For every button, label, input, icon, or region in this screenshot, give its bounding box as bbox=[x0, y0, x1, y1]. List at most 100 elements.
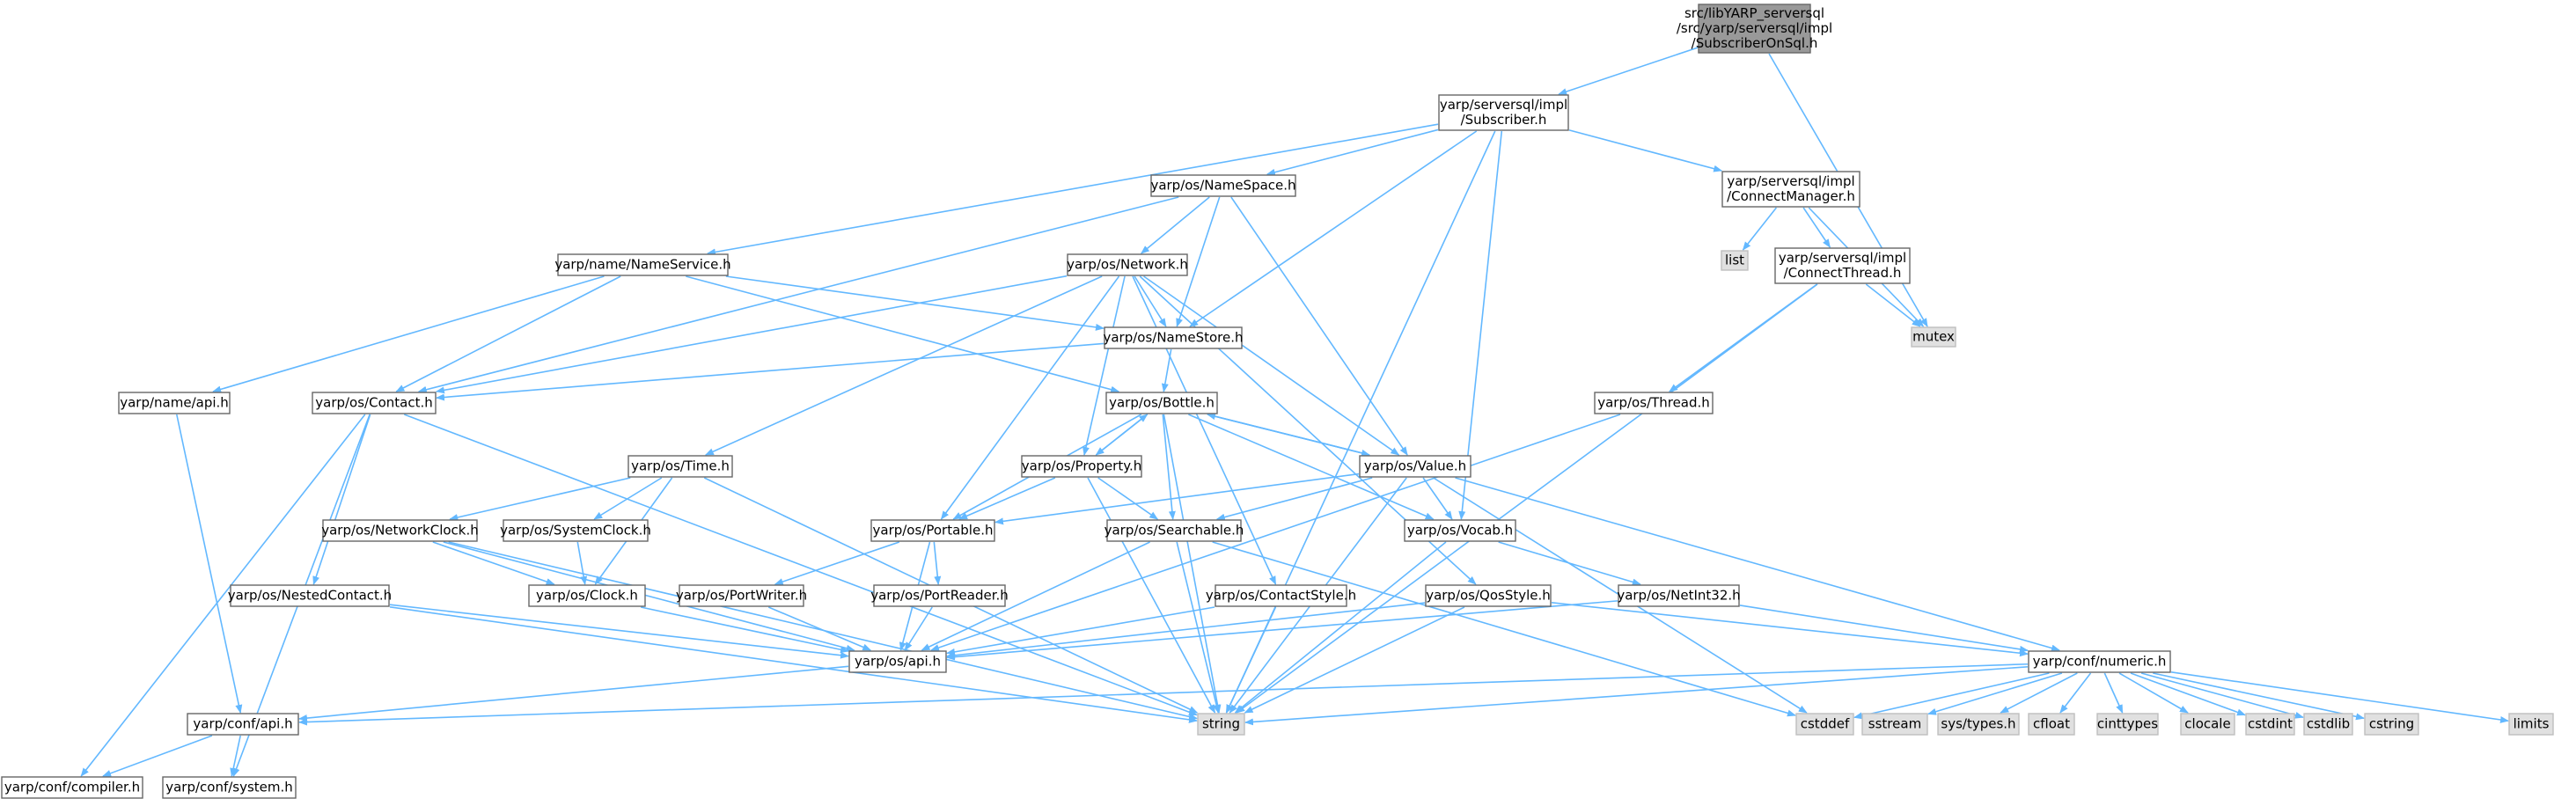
node-box bbox=[2028, 713, 2075, 736]
node-list[interactable]: list bbox=[1721, 250, 1749, 271]
node-mutex[interactable]: mutex bbox=[1911, 326, 1956, 348]
edge-network-to-namestore bbox=[1134, 275, 1167, 327]
edge-contactstyle-to-string bbox=[1225, 606, 1277, 714]
node-sstream[interactable]: sstream bbox=[1861, 713, 1928, 736]
node-clocale[interactable]: clocale bbox=[2180, 713, 2235, 736]
node-label: limits bbox=[2514, 716, 2550, 732]
node-cstdint[interactable]: cstdint bbox=[2245, 713, 2295, 736]
node-numeric[interactable]: yarp/conf/numeric.h bbox=[2028, 650, 2171, 673]
node-connectmanager[interactable]: yarp/serversql/impl/ConnectManager.h bbox=[1721, 171, 1860, 208]
node-netint32[interactable]: yarp/os/NetInt32.h bbox=[1617, 584, 1741, 607]
edge-property-to-portable bbox=[958, 477, 1056, 520]
edge-clock-to-osapi bbox=[641, 606, 849, 654]
node-portable[interactable]: yarp/os/Portable.h bbox=[870, 519, 995, 542]
node-limits[interactable]: limits bbox=[2508, 713, 2554, 736]
edge-time-to-networkclock bbox=[449, 477, 631, 521]
edge-property-to-searchable bbox=[1097, 477, 1159, 520]
edge-connectthread-to-mutex bbox=[1865, 283, 1921, 327]
node-box bbox=[1, 776, 143, 799]
edge-property-to-bottle bbox=[1095, 414, 1149, 456]
node-value[interactable]: yarp/os/Value.h bbox=[1359, 455, 1471, 478]
node-systemclock[interactable]: yarp/os/SystemClock.h bbox=[500, 519, 651, 542]
edge-numeric-to-cstddef bbox=[1853, 672, 2050, 720]
node-label: yarp/os/Thread.h bbox=[1597, 395, 1710, 411]
node-network[interactable]: yarp/os/Network.h bbox=[1067, 253, 1188, 276]
node-label: yarp/os/Bottle.h bbox=[1109, 395, 1215, 411]
node-label: yarp/os/SystemClock.h bbox=[500, 523, 651, 539]
node-cstddef[interactable]: cstddef bbox=[1795, 713, 1854, 736]
node-label: yarp/os/Time.h bbox=[631, 458, 730, 474]
edge-connectmanager-to-connectthread bbox=[1802, 207, 1831, 248]
node-contactstyle[interactable]: yarp/os/ContactStyle.h bbox=[1206, 584, 1356, 607]
node-layer: src/libYARP_serversql/src/yarp/serversql… bbox=[1, 4, 2554, 799]
node-networkclock[interactable]: yarp/os/NetworkClock.h bbox=[321, 519, 479, 542]
node-label: yarp/serversql/impl bbox=[1779, 250, 1906, 266]
node-time[interactable]: yarp/os/Time.h bbox=[627, 455, 733, 478]
node-qosstyle[interactable]: yarp/os/QosStyle.h bbox=[1425, 584, 1552, 607]
edge-searchable-to-string bbox=[1176, 541, 1221, 714]
node-box bbox=[1215, 584, 1347, 607]
edge-subscriber-to-connectmanager bbox=[1568, 129, 1723, 172]
edge-netint32-to-osapi bbox=[946, 600, 1618, 661]
node-cinttypes[interactable]: cinttypes bbox=[2096, 713, 2159, 736]
node-label: yarp/os/NetInt32.h bbox=[1617, 588, 1740, 604]
edge-bottle-to-vocab bbox=[1188, 414, 1435, 520]
node-portwriter[interactable]: yarp/os/PortWriter.h bbox=[676, 584, 807, 607]
node-box bbox=[1106, 519, 1242, 542]
node-box bbox=[1911, 326, 1956, 348]
node-root[interactable]: src/libYARP_serversql/src/yarp/serversql… bbox=[1677, 4, 1832, 54]
edge-portable-to-portreader bbox=[933, 541, 942, 585]
node-namestore[interactable]: yarp/os/NameStore.h bbox=[1103, 326, 1244, 349]
node-label: yarp/os/PortWriter.h bbox=[676, 588, 807, 604]
node-cstring[interactable]: cstring bbox=[2364, 713, 2419, 736]
node-connectthread[interactable]: yarp/serversql/impl/ConnectThread.h bbox=[1774, 247, 1911, 284]
edge-time-to-systemclock bbox=[593, 477, 663, 520]
edge-namespace-to-contact bbox=[417, 196, 1179, 393]
node-vocab[interactable]: yarp/os/Vocab.h bbox=[1404, 519, 1516, 542]
node-searchable[interactable]: yarp/os/Searchable.h bbox=[1105, 519, 1244, 542]
edge-value-to-portable bbox=[994, 473, 1360, 525]
node-nestedcontact[interactable]: yarp/os/NestedContact.h bbox=[228, 584, 392, 607]
node-namespace[interactable]: yarp/os/NameSpace.h bbox=[1150, 174, 1296, 197]
edge-systemclock-to-clock bbox=[576, 541, 588, 585]
edge-networkclock-to-clock bbox=[432, 541, 555, 585]
node-system[interactable]: yarp/conf/system.h bbox=[162, 776, 297, 799]
node-box bbox=[1067, 253, 1188, 276]
node-subscriber[interactable]: yarp/serversql/impl/Subscriber.h bbox=[1438, 94, 1569, 131]
node-box bbox=[1150, 174, 1296, 197]
node-systypes[interactable]: sys/types.h bbox=[1937, 713, 2020, 736]
edge-contactstyle-to-osapi bbox=[946, 606, 1215, 656]
node-portreader[interactable]: yarp/os/PortReader.h bbox=[870, 584, 1009, 607]
node-clock[interactable]: yarp/os/Clock.h bbox=[528, 584, 646, 607]
node-string[interactable]: string bbox=[1197, 713, 1245, 736]
edge-network-to-value bbox=[1143, 275, 1400, 456]
edge-nestedcontact-to-osapi bbox=[389, 604, 849, 659]
edge-numeric-to-cinttypes bbox=[2103, 672, 2124, 714]
node-cstdlib[interactable]: cstdlib bbox=[2303, 713, 2353, 736]
node-osapi[interactable]: yarp/os/api.h bbox=[848, 650, 947, 673]
edge-networkclock-to-osapi bbox=[443, 541, 855, 652]
node-box bbox=[1197, 713, 1245, 736]
node-cfloat[interactable]: cfloat bbox=[2028, 713, 2075, 736]
node-label: yarp/os/Vocab.h bbox=[1407, 523, 1513, 539]
node-label: yarp/serversql/impl bbox=[1440, 97, 1567, 113]
node-nameapi[interactable]: yarp/name/api.h bbox=[118, 392, 231, 414]
node-thread[interactable]: yarp/os/Thread.h bbox=[1594, 392, 1714, 414]
node-compiler[interactable]: yarp/conf/compiler.h bbox=[1, 776, 143, 799]
node-bottle[interactable]: yarp/os/Bottle.h bbox=[1105, 392, 1218, 414]
edge-numeric-to-cfloat bbox=[2059, 672, 2092, 714]
node-box bbox=[1795, 713, 1854, 736]
node-confapi[interactable]: yarp/conf/api.h bbox=[187, 713, 299, 736]
node-box bbox=[557, 253, 729, 276]
node-contact[interactable]: yarp/os/Contact.h bbox=[312, 392, 437, 414]
edge-portable-to-portwriter bbox=[774, 541, 900, 585]
edge-namespace-to-value bbox=[1230, 196, 1408, 456]
edge-portreader-to-osapi bbox=[904, 606, 933, 651]
node-nameservice[interactable]: yarp/name/NameService.h bbox=[554, 253, 731, 276]
node-property[interactable]: yarp/os/Property.h bbox=[1021, 455, 1142, 478]
edge-numeric-to-confapi bbox=[298, 663, 2029, 726]
edge-property-to-string bbox=[1087, 477, 1216, 714]
edge-value-to-numeric bbox=[1455, 477, 2060, 652]
node-label: yarp/os/NestedContact.h bbox=[228, 588, 392, 604]
node-label: yarp/os/Portable.h bbox=[873, 523, 994, 539]
